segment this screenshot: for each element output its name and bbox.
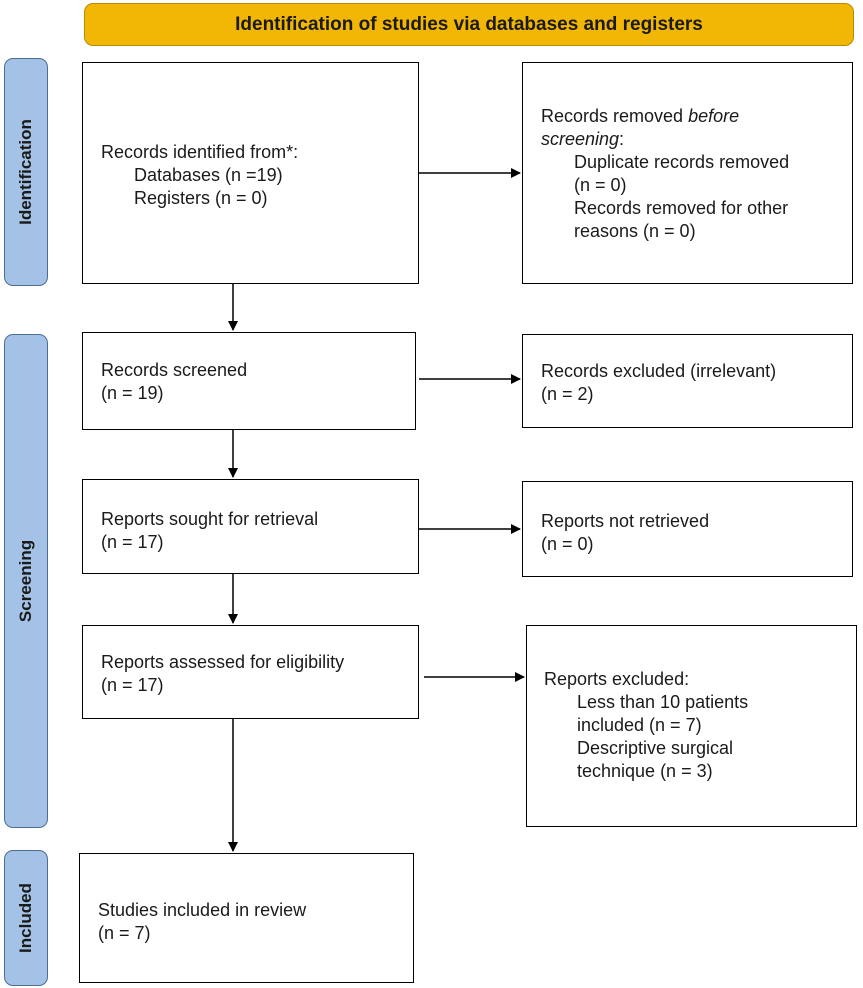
phase-included: Included: [4, 850, 48, 986]
records-excluded-count: (n = 2): [541, 384, 594, 404]
reports-sought-count: (n = 17): [101, 532, 164, 552]
reason-technique: Descriptive surgical: [577, 738, 734, 758]
records-screened-box: Records screened (n = 19): [82, 332, 416, 430]
reports-assessed-count: (n = 17): [101, 675, 164, 695]
other-removed: Records removed for other: [574, 198, 789, 218]
reason-patients: Less than 10 patients: [577, 692, 749, 712]
reports-assessed-title: Reports assessed for eligibility: [101, 652, 345, 672]
records-screened-title: Records screened: [101, 360, 248, 380]
studies-included-box: Studies included in review (n = 7): [79, 853, 414, 983]
records-identified-box: Records identified from*: Databases (n =…: [82, 62, 419, 284]
reports-excluded-box: Reports excluded: Less than 10 patients …: [526, 625, 857, 827]
reports-not-retrieved-box: Reports not retrieved (n = 0): [522, 481, 853, 577]
studies-included-count: (n = 7): [98, 923, 151, 943]
reports-assessed-box: Reports assessed for eligibility (n = 17…: [82, 625, 419, 719]
reports-not-retrieved-count: (n = 0): [541, 534, 594, 554]
records-screened-count: (n = 19): [101, 383, 164, 403]
diagram-title-banner: Identification of studies via databases …: [84, 3, 854, 46]
phase-screening: Screening: [4, 334, 48, 828]
records-removed-title-cont: screening:: [541, 129, 625, 149]
records-identified-title: Records identified from*:: [101, 142, 299, 162]
reason-patients-count: included (n = 7): [577, 715, 702, 735]
duplicates-removed-count: (n = 0): [574, 175, 627, 195]
phase-identification: Identification: [4, 58, 48, 286]
reports-sought-title: Reports sought for retrieval: [101, 509, 319, 529]
records-excluded-box: Records excluded (irrelevant) (n = 2): [522, 334, 853, 428]
reports-excluded-title: Reports excluded:: [544, 669, 690, 689]
reports-not-retrieved-title: Reports not retrieved: [541, 511, 710, 531]
duplicates-removed: Duplicate records removed: [574, 152, 790, 172]
registers-count: Registers (n = 0): [134, 188, 268, 208]
reason-technique-count: technique (n = 3): [577, 761, 713, 781]
records-removed-title: Records removed before: [541, 106, 740, 126]
records-removed-box: Records removed before screening: Duplic…: [522, 62, 853, 284]
reports-sought-box: Reports sought for retrieval (n = 17): [82, 479, 419, 574]
studies-included-title: Studies included in review: [98, 900, 307, 920]
records-excluded-title: Records excluded (irrelevant): [541, 361, 777, 381]
other-removed-count: reasons (n = 0): [574, 221, 696, 241]
databases-count: Databases (n =19): [134, 165, 283, 185]
diagram-title: Identification of studies via databases …: [235, 13, 703, 35]
